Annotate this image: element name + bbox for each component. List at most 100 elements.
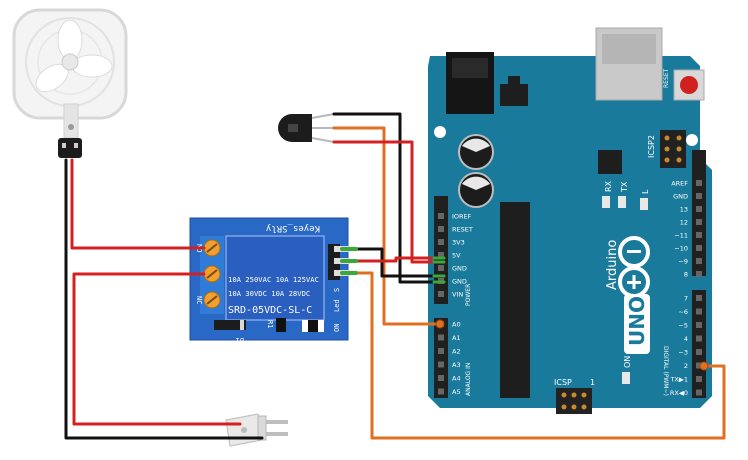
uno-badge: UNO <box>624 294 650 354</box>
digital-bottom-pin-5[interactable] <box>696 362 702 369</box>
terminal-nc-label: NC <box>195 296 203 304</box>
digital-top-pin-label: GND <box>673 193 688 201</box>
digital-bottom-pin-label: TX▶1 <box>669 376 688 384</box>
digital-top-pin-label: AREF <box>671 180 688 188</box>
fan <box>12 8 128 158</box>
icsp-one-label: 1 <box>590 378 595 387</box>
power-header-label: POWER <box>465 284 472 306</box>
digital-top-pin-label: 13 <box>680 206 688 214</box>
wire-sensor-orange <box>332 126 442 326</box>
icsp-label: ICSP <box>554 378 572 387</box>
power-pin-2[interactable] <box>438 239 444 245</box>
digital-top-pin-2[interactable] <box>696 206 702 212</box>
analog-pin-4[interactable] <box>438 375 444 381</box>
digital-bottom-pin-1[interactable] <box>696 308 702 315</box>
led-label: Led <box>333 299 341 312</box>
power-pin-0[interactable] <box>438 213 444 219</box>
digital-top-pin-1[interactable] <box>696 193 702 199</box>
digital-top-pin-3[interactable] <box>696 219 702 225</box>
digital-top-pin-label: 12 <box>680 219 688 227</box>
temperature-sensor <box>278 113 335 143</box>
digital-bottom-pin-0[interactable] <box>696 295 702 301</box>
arduino-infinity-logo <box>618 236 650 298</box>
wire-sensor-red <box>332 140 442 264</box>
icsp2-label: ICSP2 <box>647 135 656 158</box>
power-pin-6[interactable] <box>438 291 444 297</box>
power-pin-label: GND <box>452 278 467 286</box>
wiring <box>64 112 726 440</box>
digital-bottom-pin-label: ~3 <box>678 349 688 357</box>
digital-top-pin-label: ~11 <box>674 232 688 240</box>
analog-pin-label: A2 <box>452 348 461 356</box>
power-pin-1[interactable] <box>438 226 444 232</box>
relay-rating-line-1: 10A 250VAC 10A 125VAC <box>228 275 319 284</box>
reset-label: RESET <box>663 68 670 88</box>
digital-bottom-pin-label: ~5 <box>678 322 688 330</box>
digital-top-pin-labels: AREF GND 13 12 ~11 ~10 ~9 8 <box>671 180 702 279</box>
relay-module: Keyes_SRly 10A 250VAC 10A 125VAC 10A 30V… <box>189 217 350 344</box>
wire-sensor-black <box>332 112 442 284</box>
digital-top-pin-0[interactable] <box>696 180 702 186</box>
wire-fan-red <box>70 158 206 250</box>
power-plug <box>225 413 288 447</box>
signal-s-label: S <box>333 288 341 292</box>
analog-pin-label: A0 <box>452 321 461 329</box>
icsp-header <box>556 388 592 414</box>
on-label: ON <box>623 356 632 368</box>
wire-relay-plug-red <box>72 272 242 426</box>
analog-pin-label: A5 <box>452 388 461 396</box>
analog-pin-2[interactable] <box>438 348 444 354</box>
arduino-brand: Arduino <box>605 240 620 290</box>
analog-pin-1[interactable] <box>438 334 444 341</box>
power-pin-4[interactable] <box>438 265 444 271</box>
digital-bottom-pin-6[interactable] <box>696 376 702 382</box>
wire-relay-red <box>348 256 442 263</box>
rx-label: RX <box>604 180 613 192</box>
power-pin-3[interactable] <box>438 252 444 258</box>
digital-top-pin-label: 8 <box>684 271 688 279</box>
l-label: L <box>641 189 650 194</box>
relay-brand: Keyes_SRly <box>265 223 320 233</box>
relay-rating-line-2: 10A 30VDC 10A 28VDC <box>228 289 310 298</box>
icsp2-header <box>660 130 686 168</box>
resistor-label: R1 <box>266 320 274 328</box>
relay-cube <box>225 235 325 321</box>
wire-relay-signal <box>348 271 726 440</box>
analog-pin-5[interactable] <box>438 388 444 395</box>
on-led-label: ON <box>333 324 341 332</box>
power-pin-label: RESET <box>452 226 473 234</box>
relay-model: SRD-05VDC-SL-C <box>228 305 312 316</box>
analog-pin-label: A4 <box>452 375 461 383</box>
power-pin-label: 5V <box>452 252 461 260</box>
digital-top-pin-label: ~10 <box>674 245 688 253</box>
power-pin-label: GND <box>452 265 467 273</box>
digital-bottom-pin-label: 7 <box>684 295 688 303</box>
digital-top-pin-4[interactable] <box>696 232 702 238</box>
digital-top-pin-label: ~9 <box>678 258 688 266</box>
analog-pin-label: A1 <box>452 334 461 342</box>
digital-bottom-pin-4[interactable] <box>696 349 702 355</box>
digital-bottom-pin-label: 2 <box>684 362 688 370</box>
power-pin-label: VIN <box>452 291 463 299</box>
reset-button[interactable] <box>673 69 705 101</box>
analog-pin-3[interactable] <box>438 361 444 368</box>
digital-bottom-pin-3[interactable] <box>696 335 702 342</box>
arduino-uno-board: RESET ICSP2 RX TX L ON <box>428 27 712 414</box>
digital-top-pin-6[interactable] <box>696 258 702 264</box>
digital-bottom-pin-label: 4 <box>684 335 688 343</box>
wire-fan-black <box>64 158 264 440</box>
analog-pin-label: A3 <box>452 361 461 369</box>
digital-bottom-pin-7[interactable] <box>696 389 702 396</box>
tx-label: TX <box>620 181 629 193</box>
digital-top-pin-5[interactable] <box>696 245 702 251</box>
digital-header-label: DIGITAL (PWM~) <box>662 346 669 396</box>
digital-bottom-pin-label: ~6 <box>678 308 688 316</box>
power-pin-label: IOREF <box>452 213 472 221</box>
digital-bottom-pin-2[interactable] <box>696 322 702 328</box>
uno-label: UNO <box>625 296 649 346</box>
digital-top-pin-7[interactable] <box>696 271 702 277</box>
analog-header-label: ANALOG IN <box>465 363 472 396</box>
